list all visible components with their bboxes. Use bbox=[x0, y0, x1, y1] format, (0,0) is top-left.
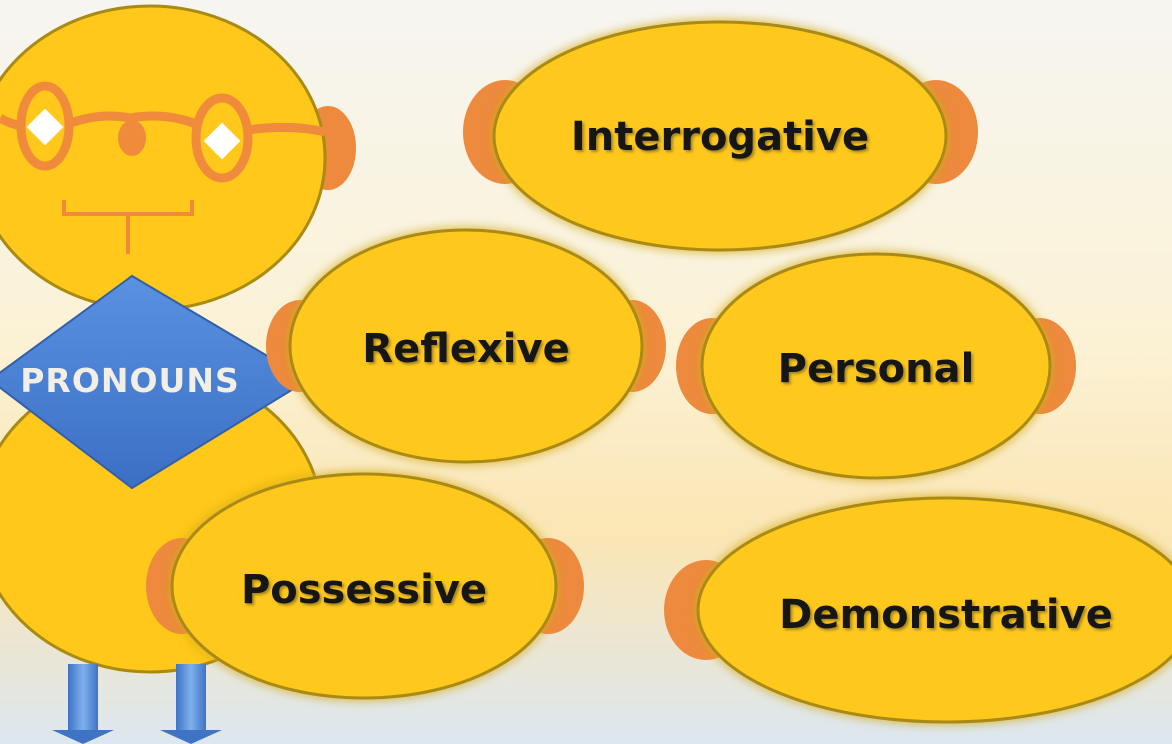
leg-arrow-icon bbox=[52, 664, 114, 744]
leg-arrow-icon bbox=[160, 664, 222, 744]
type-node-reflexive: Reflexive bbox=[266, 230, 666, 462]
type-label: Demonstrative bbox=[779, 592, 1113, 638]
type-node-demonstrative: Demonstrative bbox=[664, 498, 1172, 722]
type-label: Reflexive bbox=[362, 326, 569, 372]
center-label: PRONOUNS bbox=[20, 361, 240, 400]
type-label: Interrogative bbox=[571, 114, 869, 160]
type-label: Possessive bbox=[241, 567, 487, 613]
nose-icon bbox=[118, 120, 146, 156]
type-label: Personal bbox=[778, 346, 975, 392]
type-node-personal: Personal bbox=[676, 254, 1076, 478]
character-head bbox=[0, 6, 325, 310]
type-node-interrogative: Interrogative bbox=[463, 22, 978, 250]
